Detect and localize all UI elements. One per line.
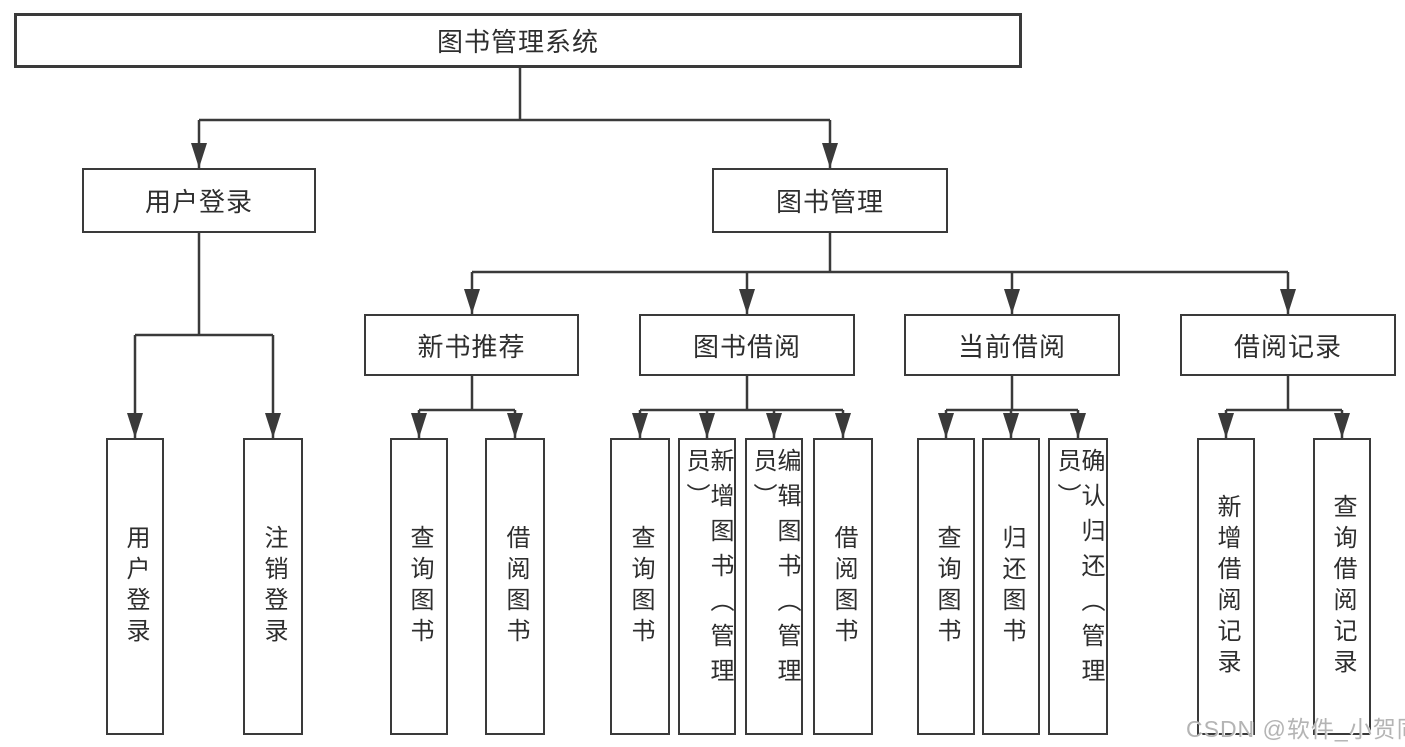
node-leaf-confirm-return-admin: 确认归还（管理员） [1048, 438, 1108, 735]
node-leaf-edit-book-admin: 编辑图书（管理员） [745, 438, 803, 735]
arrowheads-root-to-level2 [191, 143, 838, 168]
arrowheads-newbook-to-leaves [411, 413, 523, 438]
node-leaf-user-login: 用户登录 [106, 438, 164, 735]
node-library-system: 图书管理系统 [14, 13, 1022, 68]
node-leaf-add-book-admin: 新增图书（管理员） [678, 438, 736, 735]
node-leaf-add-borrow-record: 新增借阅记录 [1197, 438, 1255, 735]
node-leaf-edit-book-admin-label: 编辑图书（管理员） [749, 448, 800, 693]
node-leaf-borrow-book-label: 借阅图书 [830, 524, 857, 649]
connector-bookborrow-to-leaves [638, 376, 845, 438]
node-current-borrow-label: 当前借阅 [957, 331, 1066, 362]
node-leaf-logout: 注销登录 [243, 438, 303, 735]
node-leaf-add-borrow-record-label: 新增借阅记录 [1213, 493, 1240, 680]
node-leaf-query-borrow-record: 查询借阅记录 [1313, 438, 1371, 735]
connector-borrowrecords-to-leaves [1224, 376, 1344, 438]
node-library-system-label: 图书管理系统 [436, 27, 599, 57]
node-user-login-group-label: 用户登录 [144, 187, 253, 217]
node-book-management: 图书管理 [712, 168, 948, 233]
node-current-borrow: 当前借阅 [904, 314, 1120, 376]
connector-userlogin-to-leaves [133, 233, 275, 438]
node-leaf-newbook-query-label: 查询图书 [406, 524, 433, 649]
node-book-borrow: 图书借阅 [639, 314, 855, 376]
arrowheads-currentborrow-to-leaves [938, 413, 1086, 438]
connector-newbook-to-leaves [417, 376, 517, 438]
arrowheads-bookmgmt-to-level3 [464, 289, 1296, 314]
node-leaf-borrow-book: 借阅图书 [813, 438, 873, 735]
node-borrow-records-label: 借阅记录 [1233, 331, 1342, 362]
connector-bookmgmt-to-level3 [470, 233, 1290, 314]
node-book-borrow-label: 图书借阅 [692, 331, 801, 362]
arrowheads-bookborrow-to-leaves [632, 413, 851, 438]
node-leaf-current-query: 查询图书 [917, 438, 975, 735]
watermark-text: CSDN @软件_小贺同学 [1186, 716, 1405, 742]
node-leaf-confirm-return-admin-label: 确认归还（管理员） [1053, 448, 1104, 693]
node-leaf-add-book-admin-label: 新增图书（管理员） [682, 448, 733, 693]
node-leaf-newbook-borrow-label: 借阅图书 [502, 524, 529, 649]
node-book-management-label: 图书管理 [775, 187, 884, 217]
node-user-login-group: 用户登录 [82, 168, 316, 233]
connector-root-to-level2 [197, 68, 832, 168]
node-leaf-return-book-label: 归还图书 [998, 524, 1025, 649]
node-leaf-borrow-query: 查询图书 [610, 438, 670, 735]
node-new-book-recommend-label: 新书推荐 [417, 331, 526, 362]
node-new-book-recommend: 新书推荐 [364, 314, 579, 376]
node-leaf-logout-label: 注销登录 [260, 524, 287, 649]
node-leaf-current-query-label: 查询图书 [933, 524, 960, 649]
node-leaf-query-borrow-record-label: 查询借阅记录 [1329, 493, 1356, 680]
node-leaf-return-book: 归还图书 [982, 438, 1040, 735]
arrowheads-borrowrecords-to-leaves [1218, 413, 1350, 438]
node-borrow-records: 借阅记录 [1180, 314, 1396, 376]
watermark: CSDN @软件_小贺同学 [1186, 710, 1405, 744]
node-leaf-newbook-query: 查询图书 [390, 438, 448, 735]
node-leaf-user-login-label: 用户登录 [122, 524, 149, 649]
node-leaf-newbook-borrow: 借阅图书 [485, 438, 545, 735]
node-leaf-borrow-query-label: 查询图书 [627, 524, 654, 649]
arrowheads-userlogin-to-leaves [127, 413, 281, 438]
